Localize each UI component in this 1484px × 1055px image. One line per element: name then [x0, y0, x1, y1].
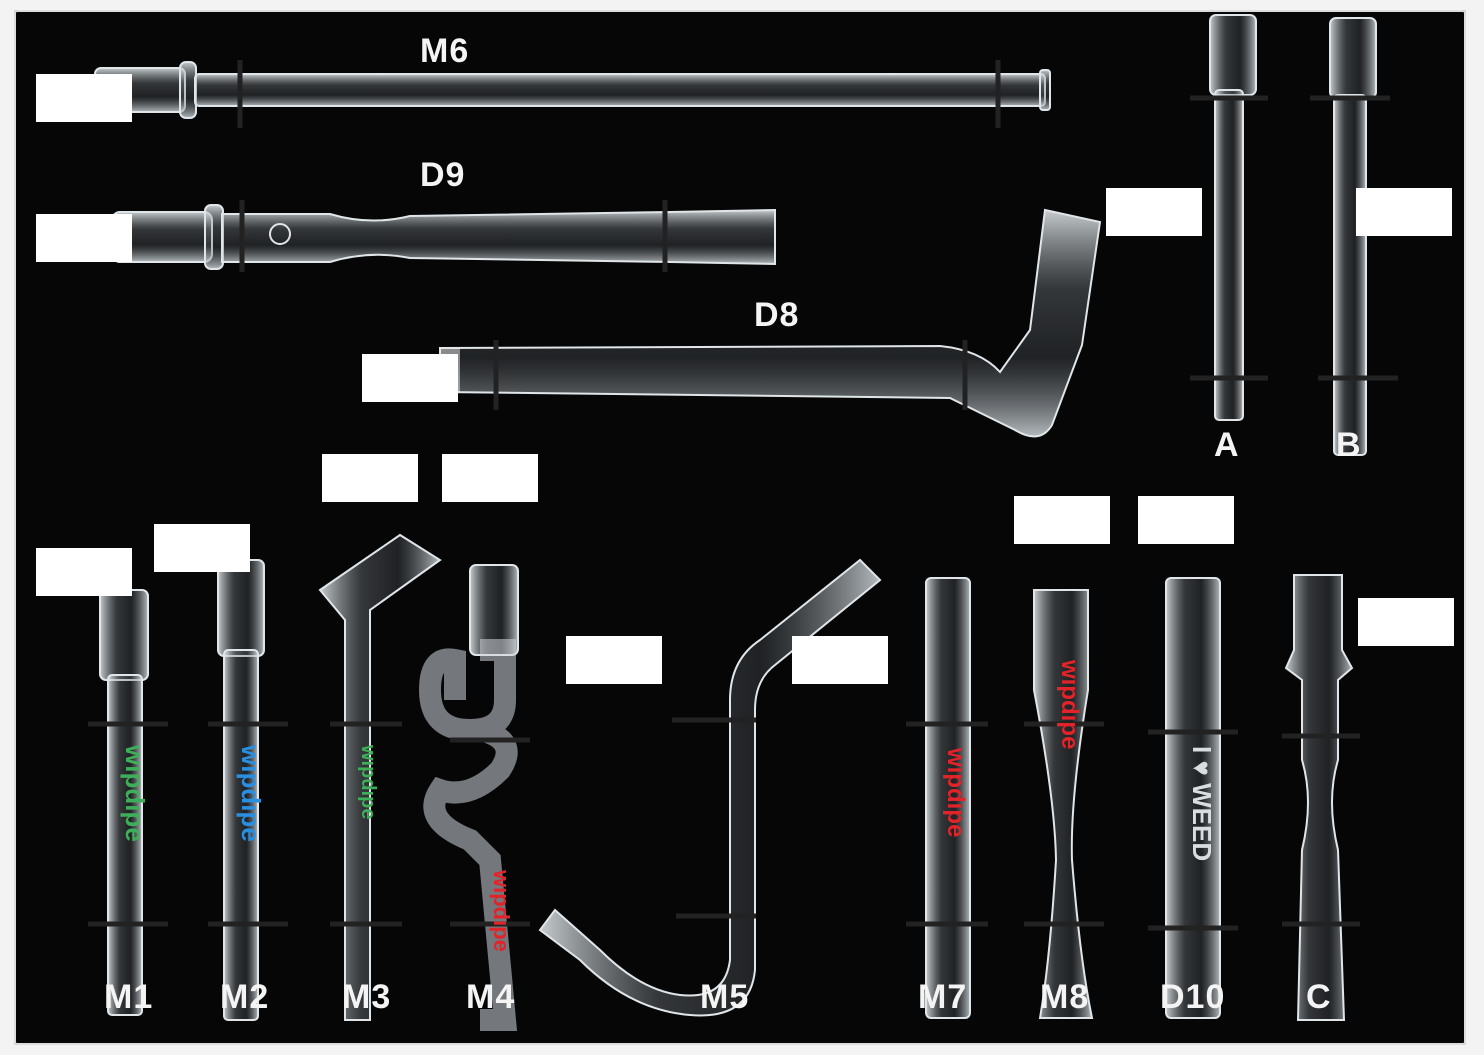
pipe-m1	[88, 589, 168, 1016]
blank-tag	[36, 548, 132, 596]
blank-tag	[154, 524, 250, 572]
pipe-m5	[538, 558, 882, 1017]
pipe-a	[1190, 14, 1268, 421]
print-m3: wıpdıpe	[357, 744, 379, 819]
label-m4: M4	[466, 978, 516, 1016]
blank-tag	[362, 354, 458, 402]
label-m8: M8	[1040, 978, 1090, 1016]
blank-tag	[792, 636, 888, 684]
label-m7: M7	[918, 978, 968, 1016]
blank-tag	[442, 454, 538, 502]
label-d8: D8	[754, 296, 800, 334]
label-m5: M5	[700, 978, 750, 1016]
pipe-m6	[94, 60, 1051, 128]
pipe-d9	[111, 200, 776, 272]
print-m1: wıpdıpe	[120, 744, 150, 842]
pipe-m2	[208, 559, 288, 1021]
label-m3: M3	[342, 978, 392, 1016]
pipe-m4	[418, 564, 530, 1031]
blank-tag	[36, 74, 132, 122]
label-a: A	[1214, 426, 1240, 464]
print-m2: wıpdıpe	[236, 744, 266, 842]
pipe-m3	[318, 533, 442, 1021]
pipe-m7	[906, 577, 988, 1019]
label-c: C	[1306, 978, 1332, 1016]
label-m6: M6	[420, 32, 470, 70]
print-d10: I ♥ WEED	[1187, 746, 1217, 861]
pipe-b	[1310, 17, 1398, 456]
label-d10: D10	[1160, 978, 1226, 1016]
blank-tag	[36, 214, 132, 262]
print-m8: wıpdıpe	[1056, 659, 1083, 749]
pipe-d10	[1148, 577, 1238, 1019]
blank-tag	[1358, 598, 1454, 646]
blank-tag	[566, 636, 662, 684]
label-m2: M2	[220, 978, 270, 1016]
blank-tag	[1106, 188, 1202, 236]
blank-tag	[1356, 188, 1452, 236]
print-m7: wıpdıpe	[942, 747, 969, 837]
pipe-c	[1282, 574, 1360, 1021]
blank-tag	[1138, 496, 1234, 544]
blank-tag	[1014, 496, 1110, 544]
print-m4: wıpdıpe	[489, 869, 514, 952]
label-b: B	[1336, 426, 1362, 464]
pipe-m8	[1024, 589, 1104, 1019]
label-m1: M1	[104, 978, 154, 1016]
label-d9: D9	[420, 156, 466, 194]
blank-tag	[322, 454, 418, 502]
